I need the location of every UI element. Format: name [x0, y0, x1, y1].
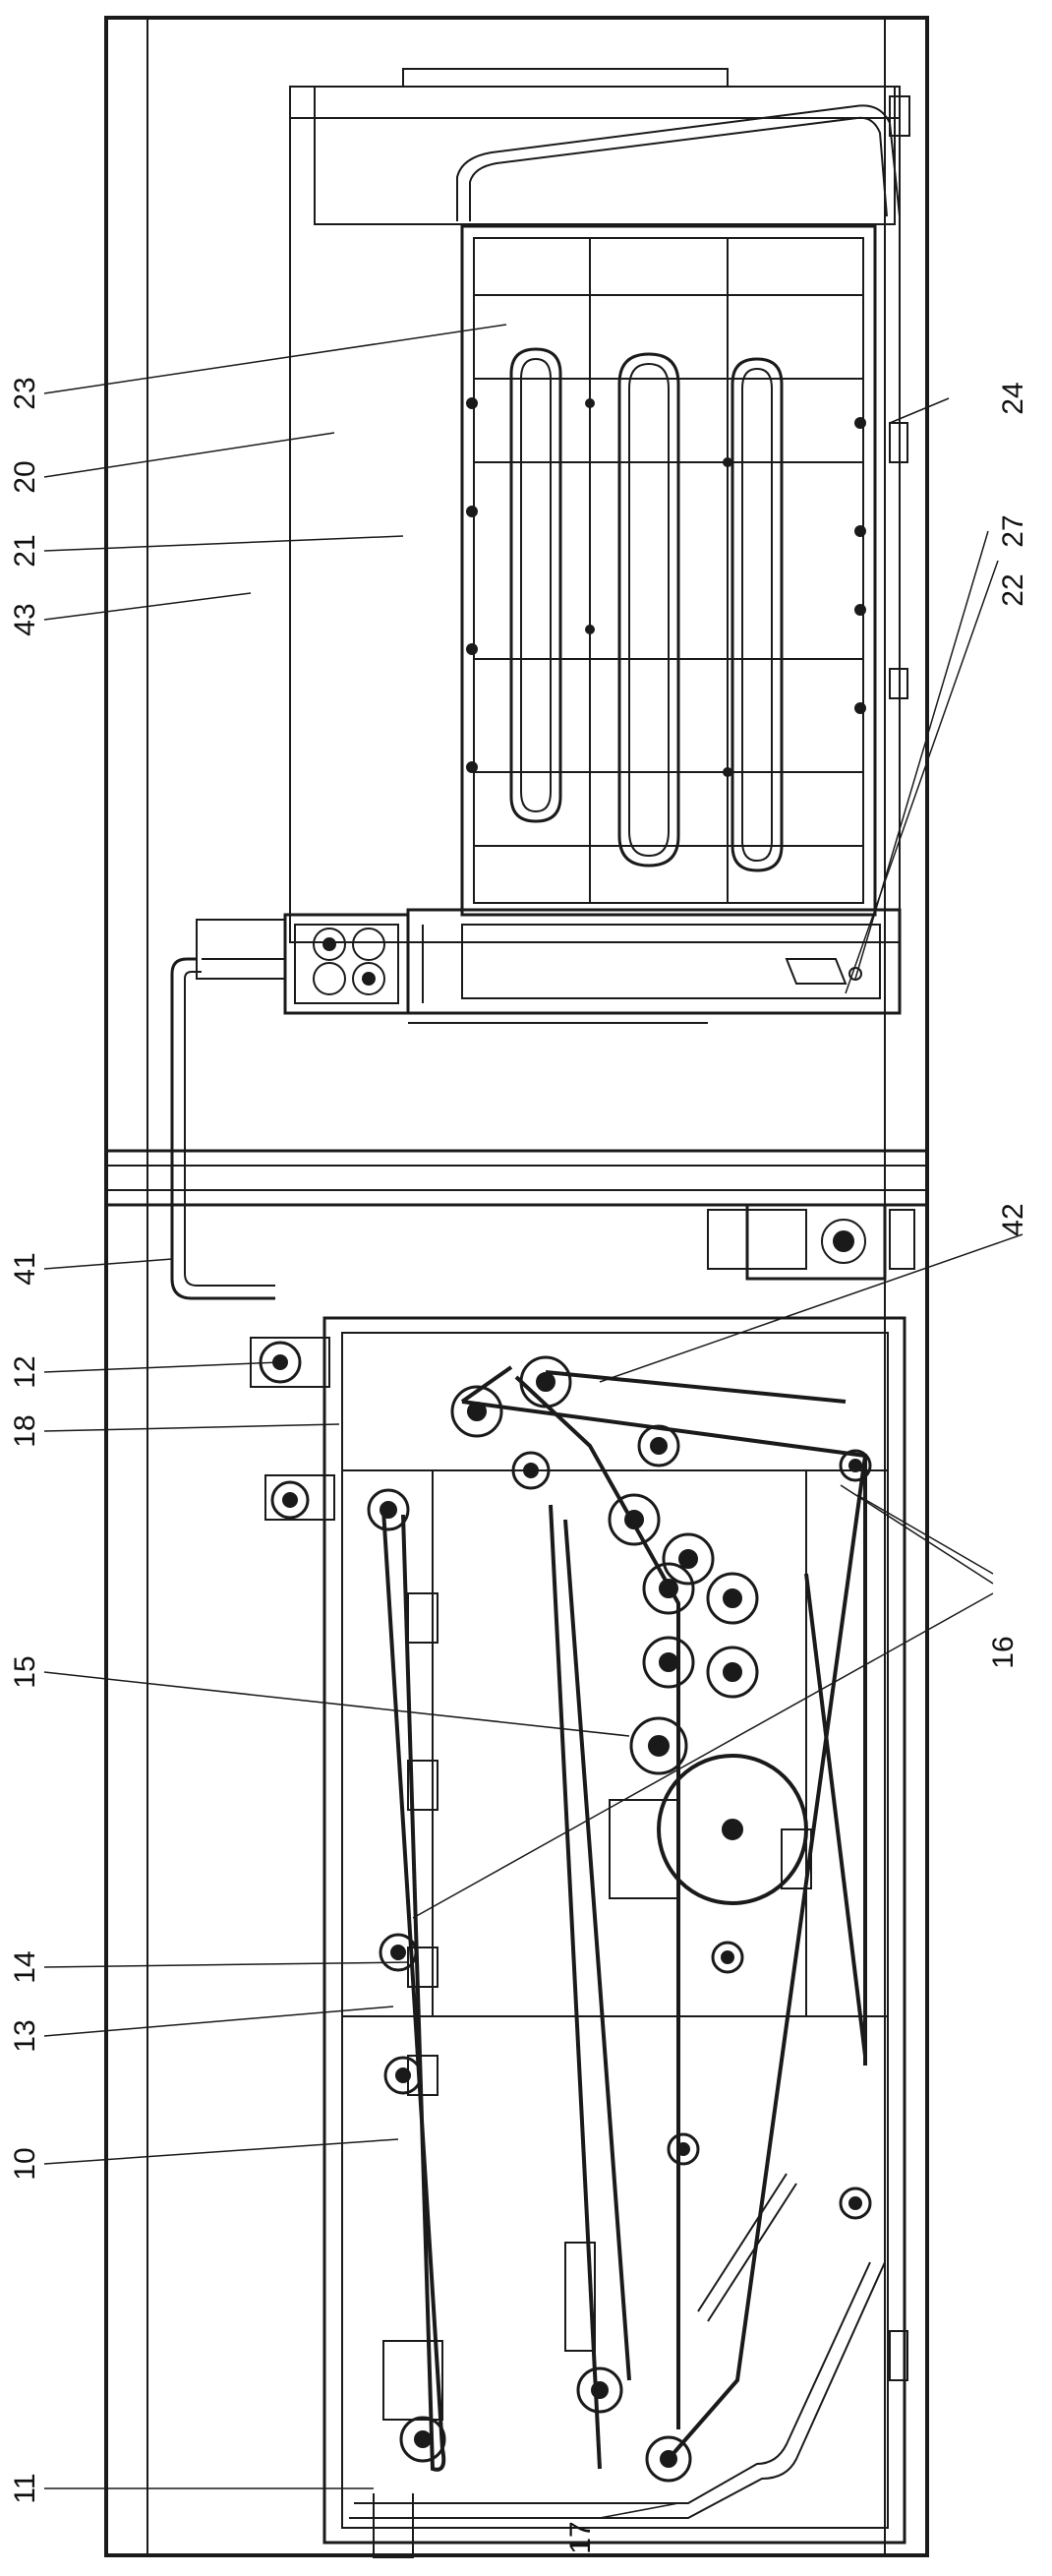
motor	[707, 1203, 915, 1281]
feed-chamber	[406, 908, 902, 1024]
label-17: 17	[564, 2521, 597, 2553]
dryer-unit	[289, 68, 910, 943]
label-41: 41	[9, 1252, 41, 1285]
label-11: 11	[9, 2473, 41, 2503]
pipe	[170, 957, 275, 1300]
label-23: 23	[9, 377, 41, 409]
label-18: 18	[9, 1414, 41, 1447]
label-13: 13	[9, 2019, 41, 2052]
label-12: 12	[9, 1355, 41, 1388]
callouts: 23 20 24 27 22 21 43 42 41 12 18 15 16 1…	[9, 377, 1029, 2553]
belts	[381, 1365, 867, 2472]
press-details	[250, 1337, 866, 2558]
label-20: 20	[9, 460, 41, 493]
press-frame	[322, 1316, 908, 2545]
label-10: 10	[9, 2147, 41, 2180]
label-15: 15	[9, 1655, 41, 1688]
label-27: 27	[997, 514, 1029, 547]
rollers	[259, 1341, 872, 2483]
gearbox	[196, 913, 410, 1015]
label-22: 22	[997, 573, 1029, 606]
label-24: 24	[997, 382, 1029, 414]
leader-lines	[43, 324, 1023, 2519]
label-43: 43	[9, 603, 41, 635]
label-14: 14	[9, 1950, 41, 1983]
label-21: 21	[9, 534, 41, 567]
label-16: 16	[987, 1636, 1020, 1668]
label-42: 42	[997, 1203, 1029, 1235]
